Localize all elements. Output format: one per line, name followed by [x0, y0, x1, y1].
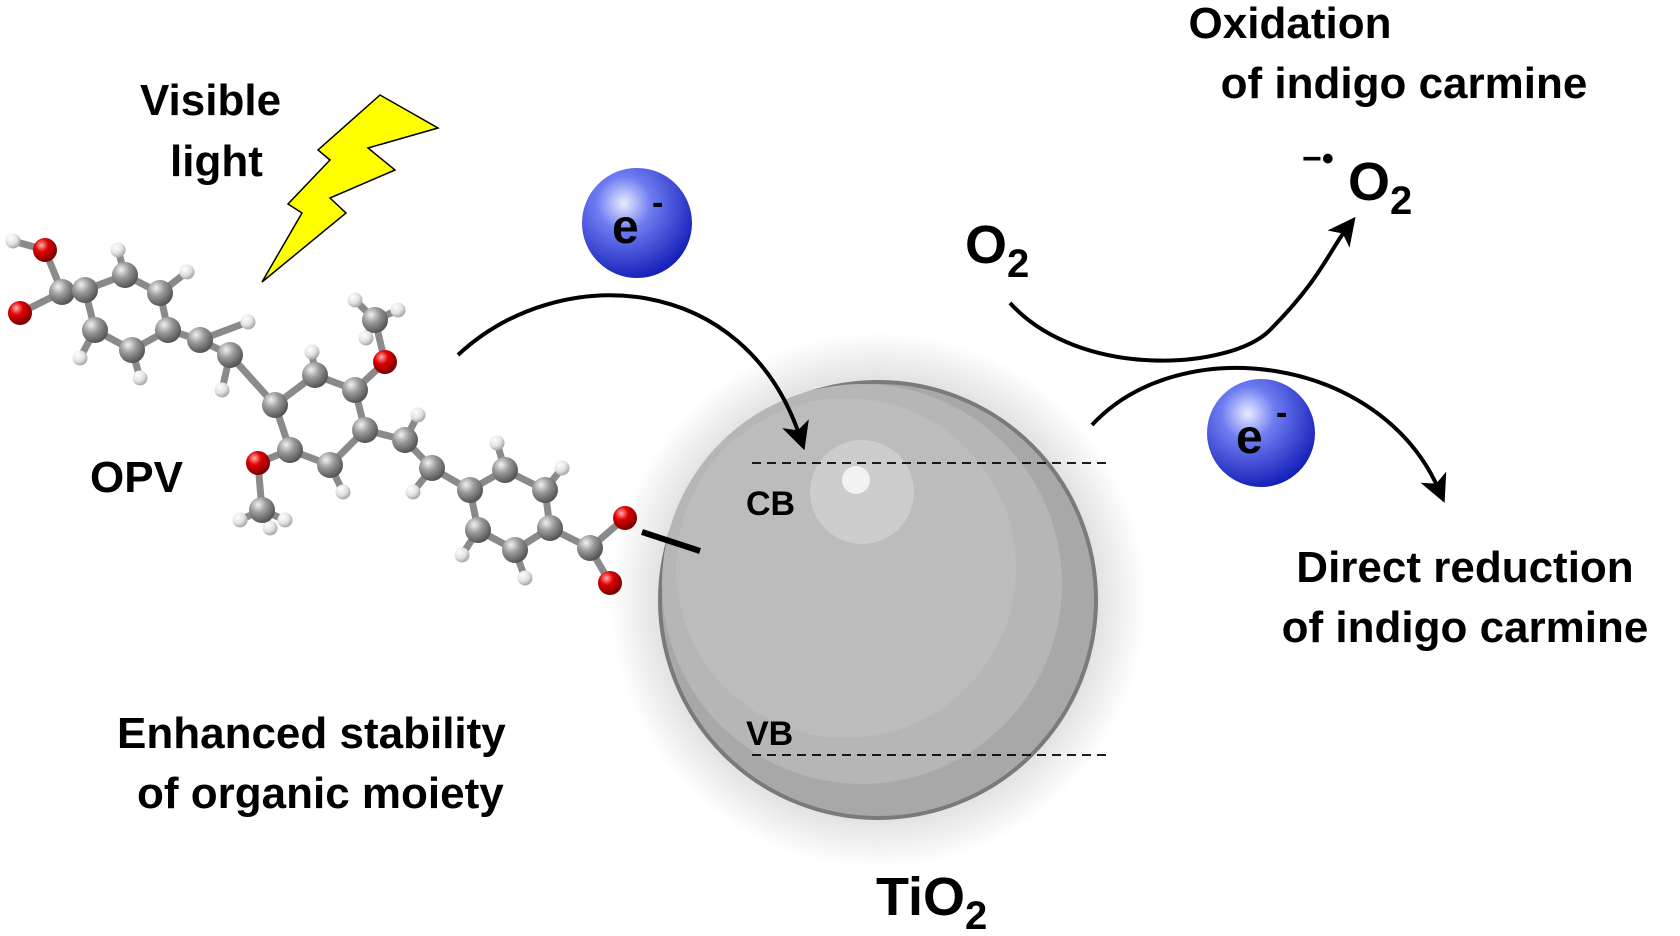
carbon-atom	[112, 262, 138, 288]
carbon-atom	[317, 452, 343, 478]
particle-glint	[842, 466, 870, 494]
hydrogen-atom	[454, 547, 470, 563]
hydrogen-atom	[358, 330, 374, 346]
hydrogen-atom	[5, 233, 21, 249]
hydrogen-atom	[390, 302, 406, 318]
carbon-atom	[49, 279, 75, 305]
reduction-label-line2: of indigo carmine	[1282, 603, 1649, 652]
opv-molecule	[5, 233, 637, 595]
carbon-atom	[537, 515, 563, 541]
anchor-bond	[641, 529, 701, 554]
carbon-atom	[147, 280, 173, 306]
hydrogen-atom	[214, 382, 230, 398]
carbon-atom	[342, 377, 368, 403]
hydrogen-atom	[262, 520, 278, 536]
electron-2-charge: -	[1276, 394, 1287, 432]
carbon-atom	[532, 477, 558, 503]
electron-sphere-1	[582, 168, 692, 278]
hydrogen-atom	[240, 314, 256, 330]
carbon-atom	[249, 497, 275, 523]
hydrogen-atom	[72, 350, 88, 366]
oxygen-atom	[33, 238, 57, 262]
carbon-atom	[352, 417, 378, 443]
stability-label-line2: of organic moiety	[137, 769, 504, 818]
electron-1-label: e	[612, 201, 639, 254]
carbon-atom	[82, 317, 108, 343]
lightning-bolt-icon	[261, 94, 440, 283]
oxygen-reduction-arrow	[1008, 216, 1356, 363]
electron-sphere-icon: e -	[1207, 379, 1315, 487]
superoxide-label: O2	[1348, 152, 1412, 223]
carbon-atom	[577, 535, 603, 561]
carbon-atom	[465, 517, 491, 543]
tio2-label-sub: 2	[965, 894, 987, 936]
carbon-atom	[119, 337, 145, 363]
oxygen-atom	[598, 571, 622, 595]
electron-sphere-icon: e -	[582, 168, 692, 278]
electron-2-label: e	[1236, 411, 1263, 464]
tio2-particle	[610, 332, 1146, 868]
carbon-atom	[392, 427, 418, 453]
oxygen-atom	[8, 301, 32, 325]
hydrogen-atom	[517, 570, 533, 586]
superoxide-label-sub: 2	[1390, 179, 1412, 223]
carbon-atom	[502, 537, 528, 563]
electron-sphere-2	[1207, 379, 1315, 487]
carbon-atom	[362, 307, 388, 333]
oxygen-atom	[613, 506, 637, 530]
carbon-atom	[187, 327, 213, 353]
stability-label-line1: Enhanced stability	[117, 709, 506, 758]
carbon-atom	[457, 477, 483, 503]
hydrogen-atom	[410, 407, 426, 423]
light-label-line2: light	[170, 137, 263, 186]
carbon-atom	[302, 362, 328, 388]
hydrogen-atom	[405, 484, 421, 500]
hydrogen-atom	[304, 344, 320, 360]
oxidation-label-line2: of indigo carmine	[1221, 59, 1588, 108]
hydrogen-atom	[347, 292, 363, 308]
molecule-label: OPV	[90, 453, 184, 502]
reduction-label-line1: Direct reduction	[1296, 543, 1633, 592]
carbon-atom	[262, 392, 288, 418]
hydrogen-atom	[132, 370, 148, 386]
oxidation-label-line1: Oxidation	[1189, 0, 1392, 48]
hydrogen-atom	[489, 435, 505, 451]
hydrogen-atom	[277, 512, 293, 528]
superoxide-charge: −•	[1302, 140, 1334, 178]
o2-label-sub: 2	[1007, 242, 1029, 286]
vb-label: VB	[746, 715, 793, 753]
carbon-atom	[492, 457, 518, 483]
hydrogen-atom	[179, 264, 195, 280]
carbon-atom	[72, 277, 98, 303]
injection-arrow	[456, 293, 809, 451]
light-label-line1: Visible	[140, 76, 281, 125]
carbon-atom	[155, 317, 181, 343]
carbon-atom	[277, 437, 303, 463]
tio2-label-main: TiO	[876, 867, 965, 927]
o2-label: O2	[965, 215, 1029, 286]
hydrogen-atom	[110, 242, 126, 258]
direct-reduction-arrow	[1090, 365, 1447, 503]
oxygen-atom	[246, 451, 270, 475]
particle-core	[676, 398, 1016, 738]
hydrogen-atom	[232, 512, 248, 528]
carbon-atom	[419, 455, 445, 481]
electron-1-charge: -	[652, 184, 663, 222]
cb-label: CB	[746, 485, 795, 523]
oxygen-atom	[373, 350, 397, 374]
carbon-atom	[217, 342, 243, 368]
hydrogen-atom	[335, 484, 351, 500]
tio2-label: TiO2	[876, 867, 987, 936]
superoxide-label-main: O	[1348, 152, 1390, 212]
o2-label-main: O	[965, 215, 1007, 275]
hydrogen-atom	[554, 460, 570, 476]
